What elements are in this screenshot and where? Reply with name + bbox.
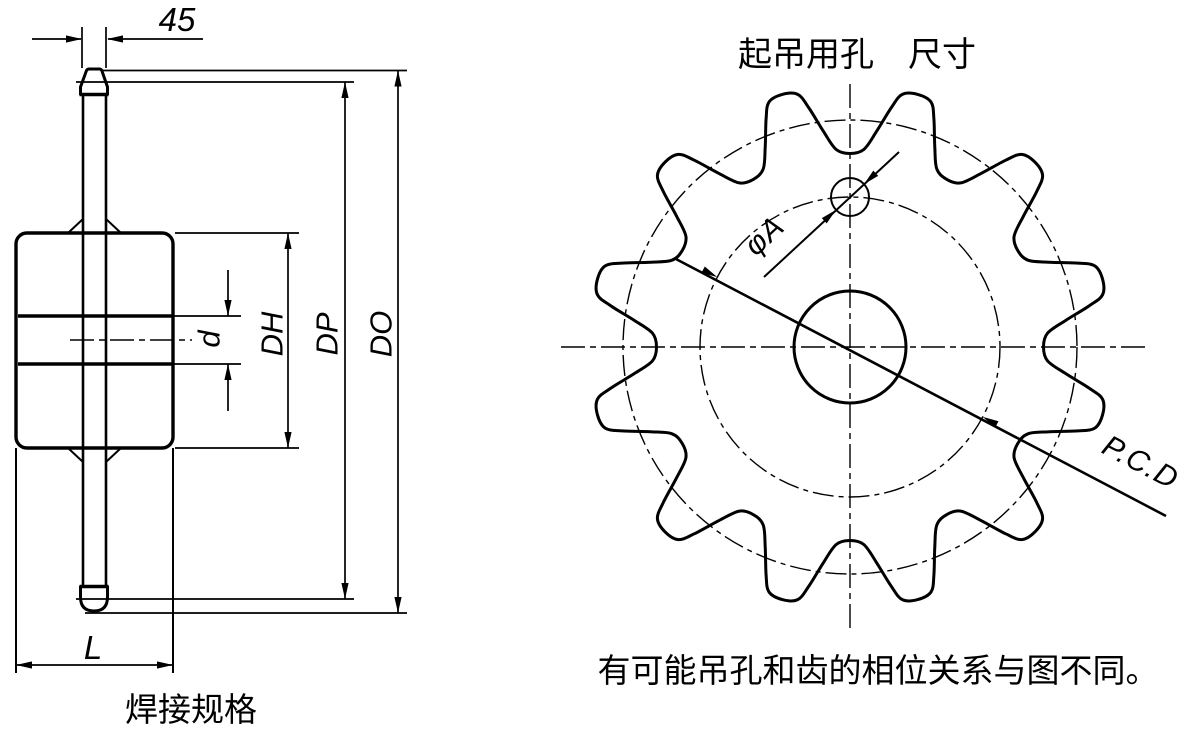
front-view: φA P.C.D 起吊用孔 尺寸 有可能吊孔和齿的相位关系与图不同。 (561, 36, 1184, 689)
dimension-arrow (157, 661, 173, 669)
top-tooth-section (79, 67, 109, 95)
side-view-caption: 焊接规格 (125, 691, 257, 728)
bottom-tooth-section (79, 586, 109, 613)
dimension-arrow (821, 209, 836, 224)
dimension-arrow (284, 432, 292, 448)
dimension-arrow (394, 70, 402, 87)
dim-bore-diameter-label: d (192, 329, 227, 348)
dimension-arrow (864, 170, 879, 185)
dimension-arrow (16, 661, 32, 669)
front-view-note: 有可能吊孔和齿的相位关系与图不同。 (598, 652, 1159, 689)
dim-pcd-line (673, 256, 1167, 518)
weld-fillet-top-right (105, 218, 122, 234)
dimension-arrow (224, 300, 232, 316)
dim-lifting-hole-label: φA (738, 210, 791, 263)
dimension-arrow (224, 364, 232, 380)
dim-hub-length-label: L (84, 629, 102, 666)
front-view-title: 起吊用孔 尺寸 (738, 36, 976, 74)
side-view: 45 DO DP DH d L 焊接规格 (14, 1, 407, 728)
sprocket-outline (594, 91, 1106, 603)
dimension-arrow (701, 266, 718, 278)
dim-pitch-diameter-label: DP (310, 312, 345, 355)
lifting-hole-circle (830, 177, 870, 217)
dimension-arrow (341, 82, 349, 98)
dimension-arrow (394, 597, 402, 613)
center-bore-circle (792, 289, 908, 405)
tooth-pitch-circle (622, 119, 1078, 575)
dimension-arrow (341, 583, 349, 599)
weld-fillet-bottom-right (105, 447, 122, 463)
dimension-arrow (107, 35, 123, 43)
hub-outline (14, 231, 175, 450)
weld-fillet-bottom-left (67, 447, 84, 463)
dimension-arrow (982, 416, 999, 428)
dimension-arrow (284, 233, 292, 249)
hole-pitch-circle (699, 196, 1001, 498)
dim-outer-diameter-label: DO (364, 311, 399, 358)
dimension-arrows (16, 35, 999, 669)
dim-hub-diameter-label: DH (255, 311, 290, 356)
dimension-arrow (66, 35, 82, 43)
weld-fillet-top-left (67, 218, 84, 234)
dim-plate-thickness-label: 45 (159, 1, 196, 38)
